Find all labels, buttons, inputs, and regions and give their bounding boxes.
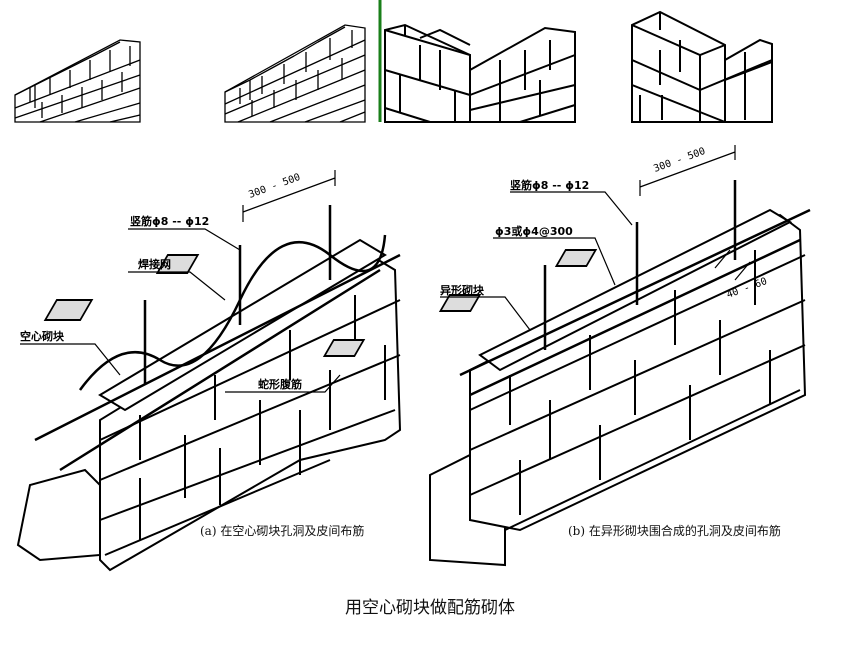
panel-a-caption: (a) 在空心砌块孔洞及皮间布筋 <box>198 522 367 539</box>
brick-sketch-2 <box>224 24 366 123</box>
panel-b-rebar <box>459 180 811 397</box>
panel-a-leaders <box>20 170 341 393</box>
panel-a-label-dimension: 300 - 500 <box>247 172 302 201</box>
panel-a-wall <box>16 238 402 572</box>
panel-b-label-dimension: 300 - 500 <box>652 146 707 175</box>
panel-b-leaders <box>440 145 751 331</box>
panel-a-label-vertical-bar: 竖筋ϕ8 -- ϕ12 <box>130 214 209 228</box>
panel-b-caption: (b) 在异形砌块围合成的孔洞及皮间布筋 <box>566 522 783 539</box>
panel-a-rebar <box>34 205 401 472</box>
block-corner-sketch-2 <box>631 10 773 123</box>
panel-b-label-special-block: 异形砌块 <box>440 283 485 297</box>
panel-a-label-hollow-block: 空心砌块 <box>20 329 65 343</box>
block-corner-sketch-1 <box>384 23 576 123</box>
brick-sketch-1 <box>14 39 141 123</box>
panel-b-label-vertical-bar: 竖筋ϕ8 -- ϕ12 <box>510 178 589 192</box>
panel-b-label-spacing-bar: ϕ3或ϕ4@300 <box>495 224 573 238</box>
panel-a-label-welded-mesh: 焊接网 <box>138 257 171 271</box>
panel-a-label-serpentine-bar: 蛇形腹筋 <box>258 377 302 391</box>
figure-title: 用空心砌块做配筋砌体 <box>345 598 515 618</box>
